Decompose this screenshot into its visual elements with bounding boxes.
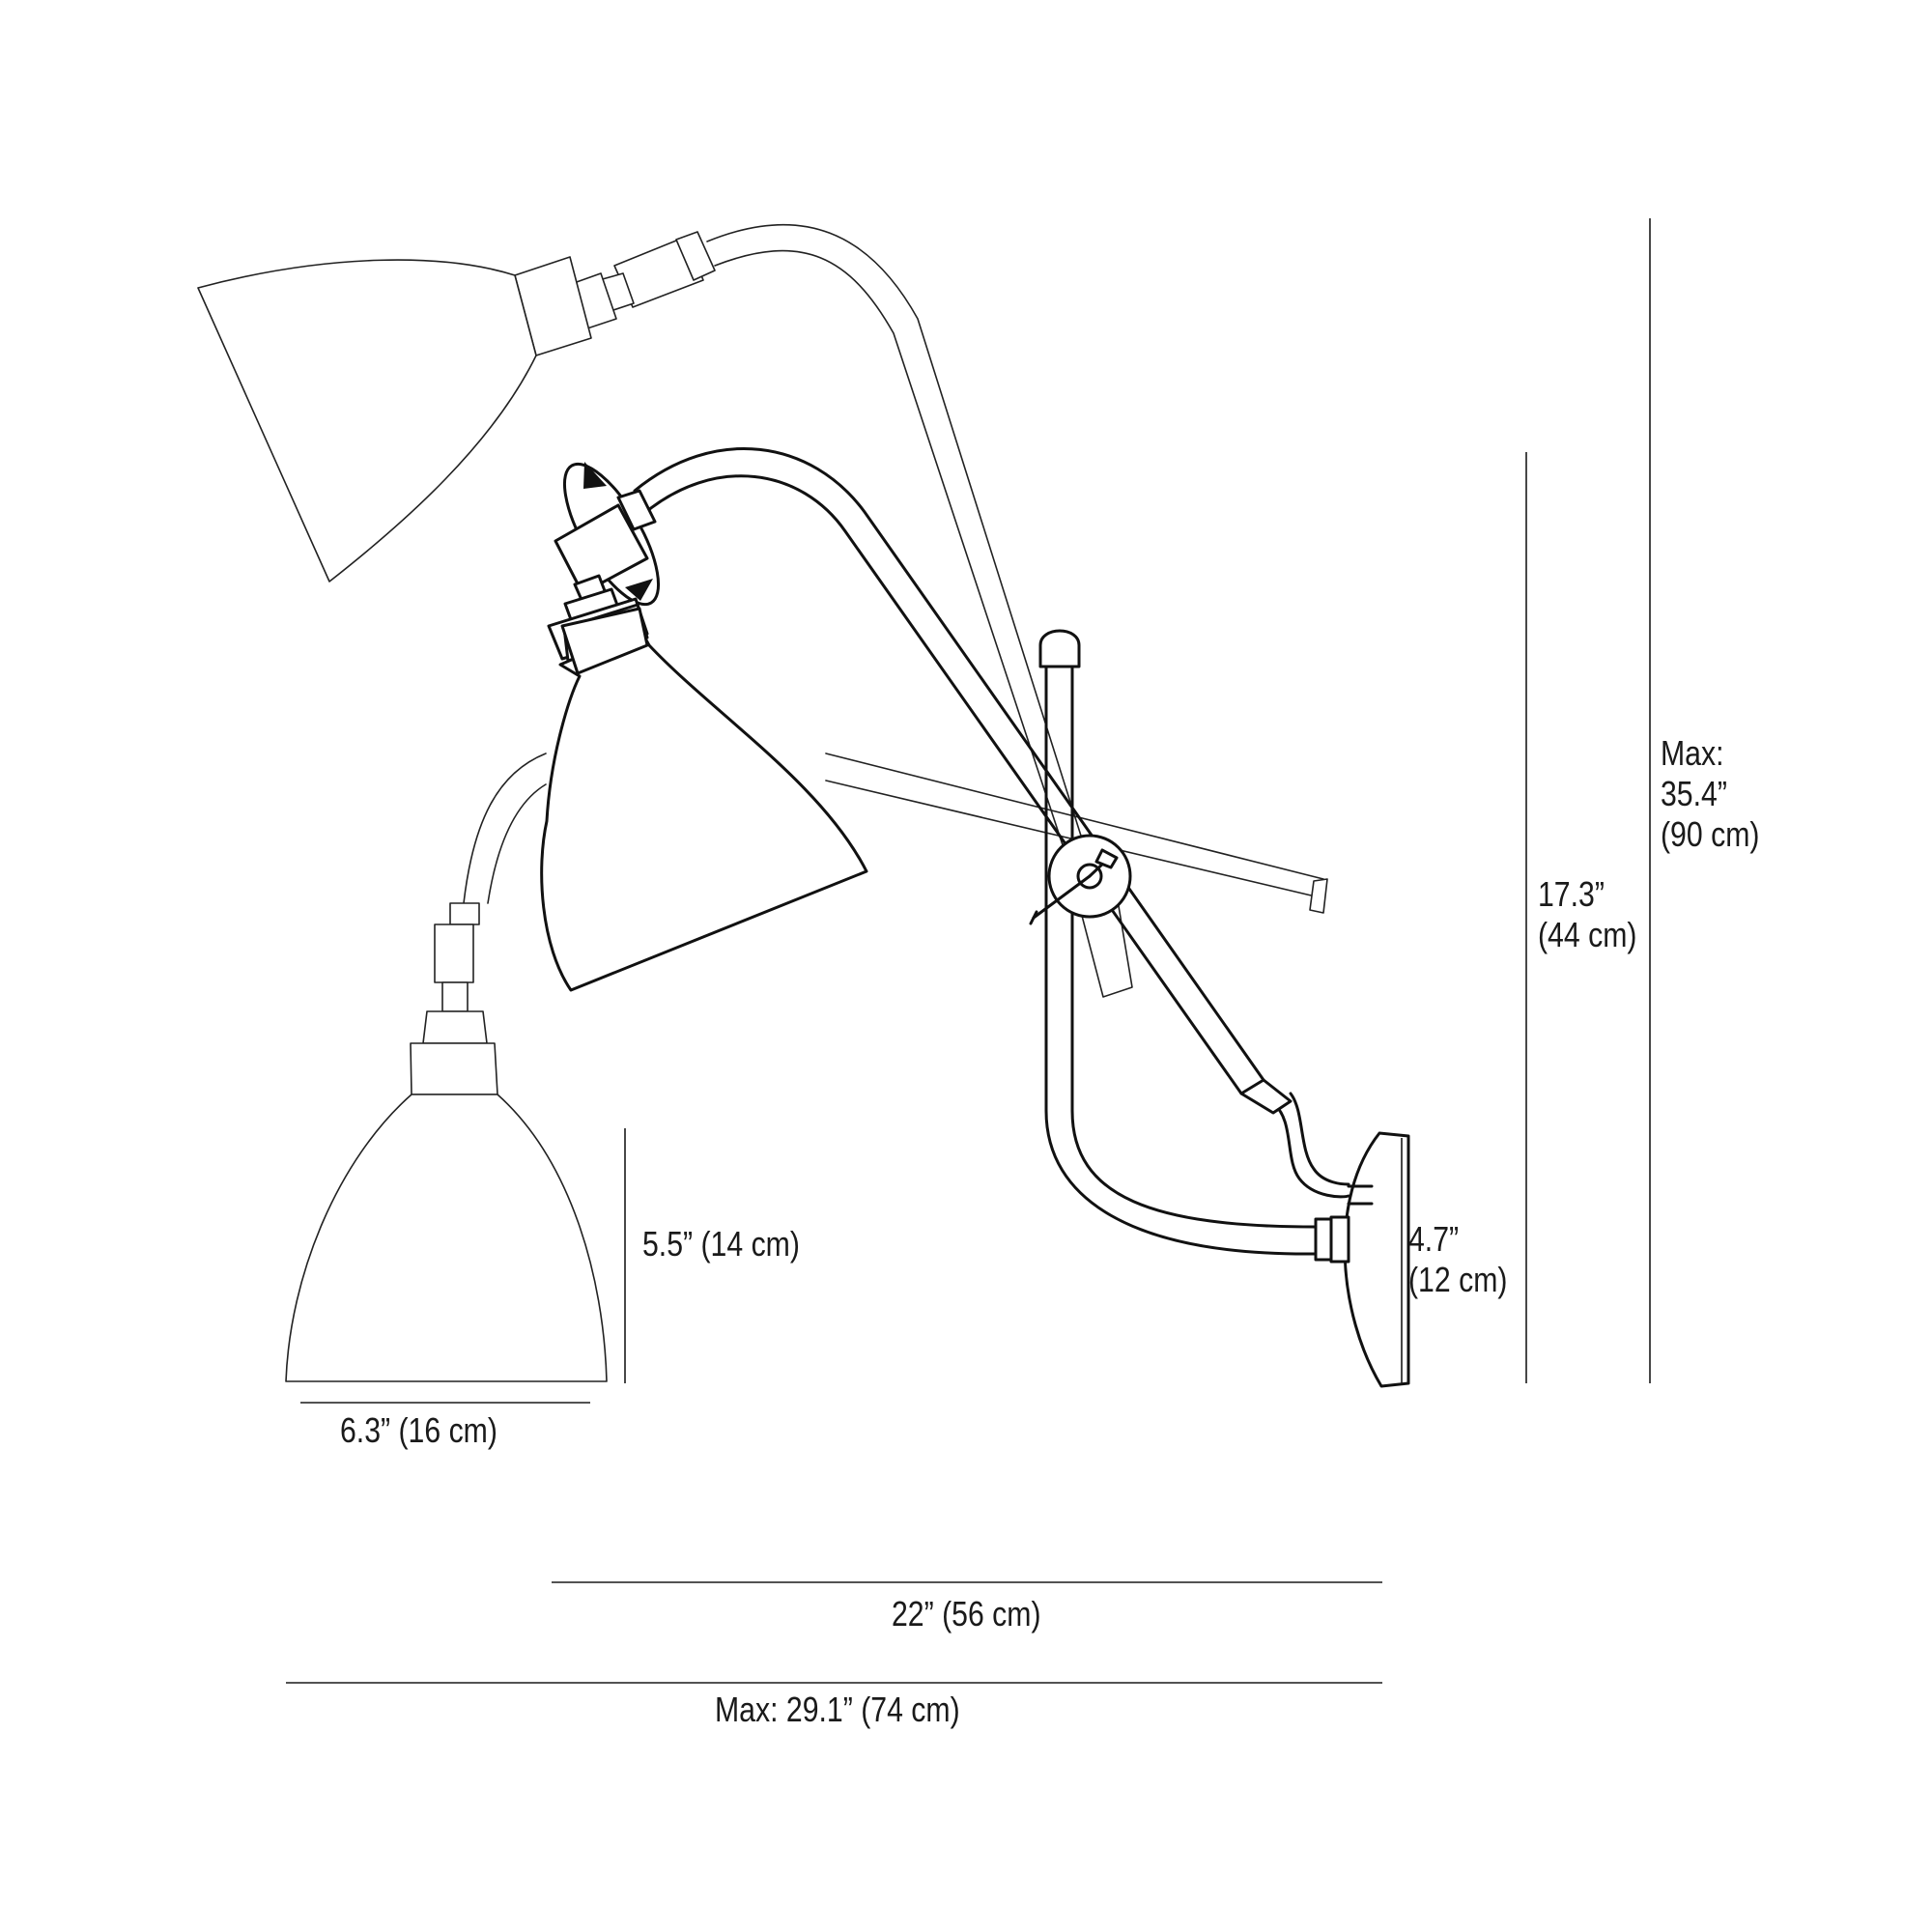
shade-width-label: 6.3” (16 cm) <box>340 1412 497 1451</box>
wall-plate-inches: 4.7” <box>1408 1221 1459 1260</box>
reach-label: 22” (56 cm) <box>892 1596 1041 1634</box>
ghost-lamp-lowered <box>285 753 1328 1382</box>
height-cm: (44 cm) <box>1538 917 1636 955</box>
shade-height-label: 5.5” (14 cm) <box>642 1226 800 1264</box>
wall-plate <box>1343 1131 1410 1388</box>
max-reach-label: Max: 29.1” (74 cm) <box>715 1691 960 1730</box>
height-inches: 17.3” <box>1538 876 1605 915</box>
max-height-inches: 35.4” <box>1661 776 1727 814</box>
dimension-lines <box>286 218 1651 1684</box>
max-height-label: Max: <box>1661 735 1724 774</box>
dimension-labels: Max: 35.4” (90 cm) 17.3” (44 cm) 4.7” (1… <box>340 735 1759 1730</box>
wall-plate-cm: (12 cm) <box>1408 1262 1507 1300</box>
ghost-lamp-raised <box>197 223 1133 998</box>
max-height-cm: (90 cm) <box>1661 816 1759 855</box>
main-lamp <box>540 447 1410 1388</box>
main-shade <box>540 628 868 992</box>
